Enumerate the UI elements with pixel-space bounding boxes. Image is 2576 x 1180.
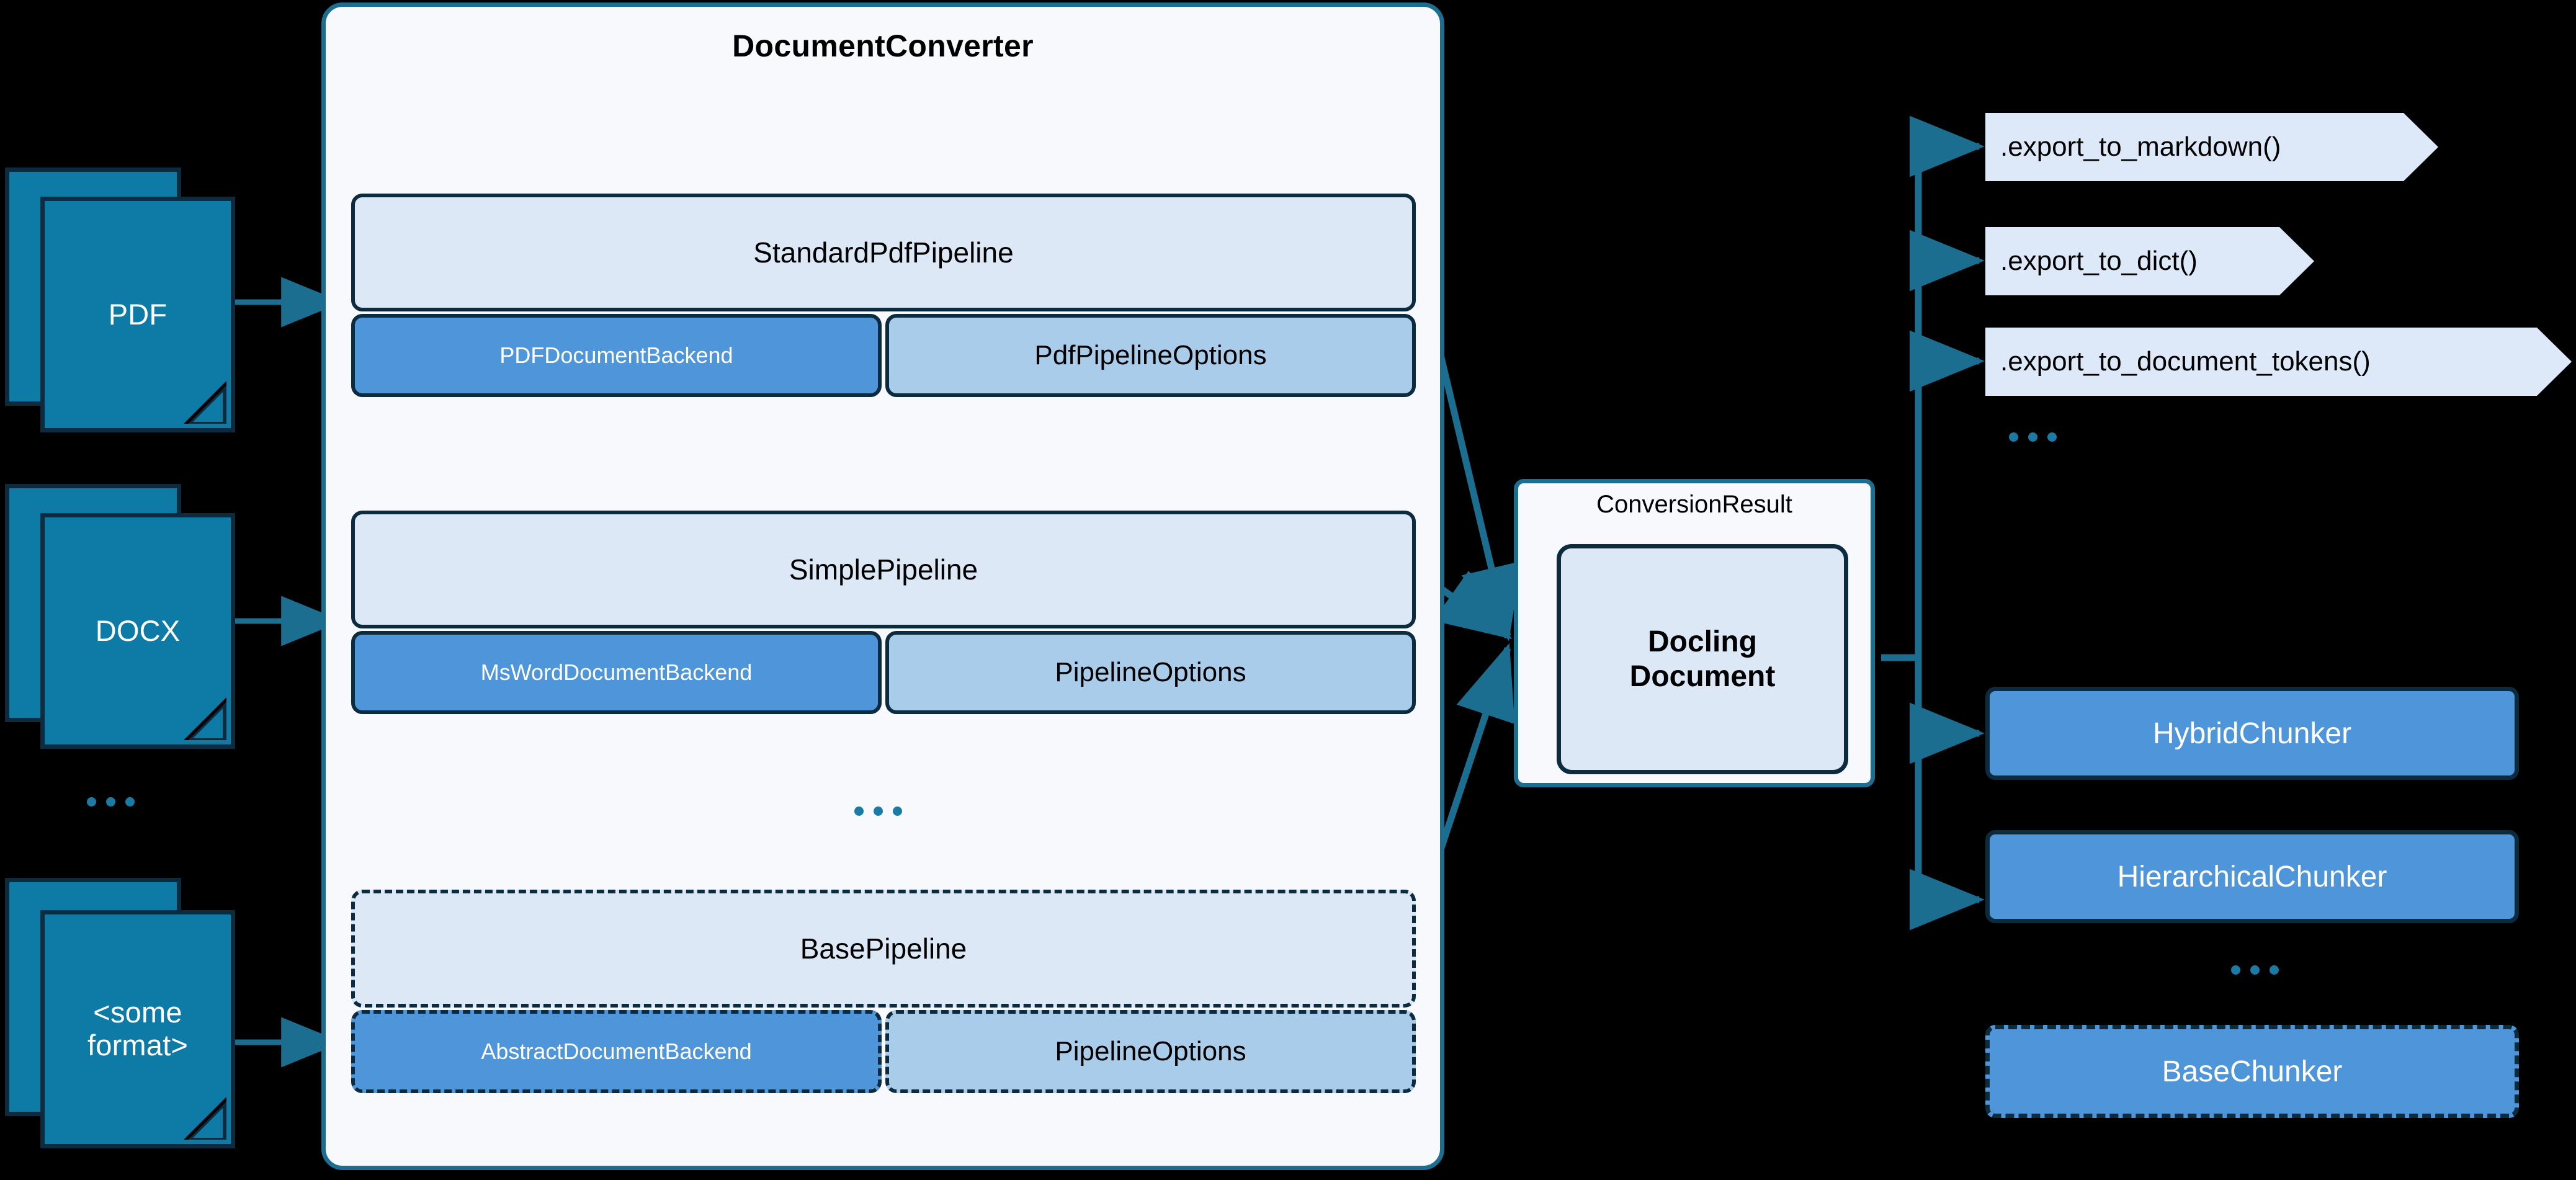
- input-doc-pdf[interactable]: PDF: [5, 168, 235, 432]
- export-to-dict[interactable]: .export_to_dict(): [1985, 227, 2314, 295]
- export-to-document-tokens[interactable]: .export_to_document_tokens(): [1985, 328, 2572, 396]
- pipeline-options-simple[interactable]: PipelineOptions: [885, 631, 1416, 714]
- dot-icon: [106, 797, 115, 807]
- conversion-result-title: ConversionResult: [1596, 491, 1792, 518]
- pipeline-backend-msword-document-backend[interactable]: MsWordDocumentBackend: [351, 631, 882, 714]
- conversion-result-panel: ConversionResult Docling Document: [1514, 479, 1875, 787]
- pipeline-head-base[interactable]: BasePipeline: [351, 890, 1416, 1008]
- dot-icon: [125, 797, 135, 807]
- pipeline-backend-abstract-document-backend[interactable]: AbstractDocumentBackend: [351, 1010, 882, 1093]
- doc-fold-inner-icon: [193, 392, 223, 422]
- doc-fold-inner-icon: [193, 708, 223, 738]
- dot-icon: [2231, 965, 2240, 975]
- dot-icon: [2028, 432, 2037, 442]
- hybrid-chunker-box[interactable]: HybridChunker: [1985, 687, 2519, 780]
- pipeline-backend-pdf-document-backend[interactable]: PDFDocumentBackend: [351, 314, 882, 397]
- chunkers-ellipsis: [2231, 965, 2279, 975]
- pipeline-head-standard-pdf[interactable]: StandardPdfPipeline: [351, 194, 1416, 311]
- input-doc-some-format[interactable]: <some format>: [5, 878, 235, 1148]
- doc-fold-inner-icon: [193, 1108, 223, 1138]
- converter-ellipsis: [854, 807, 902, 816]
- input-doc-label: PDF: [108, 297, 168, 331]
- base-chunker-box[interactable]: BaseChunker: [1985, 1025, 2519, 1118]
- export-to-markdown[interactable]: .export_to_markdown(): [1985, 113, 2438, 181]
- page-title: DocumentConverter: [732, 29, 1034, 63]
- input-doc-label: DOCX: [95, 614, 181, 647]
- hierarchical-chunker-box[interactable]: HierarchicalChunker: [1985, 830, 2519, 923]
- dot-icon: [2250, 965, 2260, 975]
- pipeline-options-base[interactable]: PipelineOptions: [885, 1010, 1416, 1093]
- input-doc-label: <some format>: [87, 996, 189, 1062]
- dot-icon: [893, 807, 902, 816]
- pipeline-head-simple[interactable]: SimplePipeline: [351, 511, 1416, 628]
- dot-icon: [874, 807, 883, 816]
- dot-icon: [2047, 432, 2057, 442]
- exports-ellipsis: [2009, 432, 2057, 442]
- dot-icon: [2009, 432, 2018, 442]
- dot-icon: [2270, 965, 2279, 975]
- pipeline-options-pdf[interactable]: PdfPipelineOptions: [885, 314, 1416, 397]
- docling-document-box[interactable]: Docling Document: [1557, 544, 1848, 774]
- input-ellipsis: [87, 797, 135, 807]
- dot-icon: [87, 797, 96, 807]
- dot-icon: [854, 807, 864, 816]
- input-doc-docx[interactable]: DOCX: [5, 484, 235, 749]
